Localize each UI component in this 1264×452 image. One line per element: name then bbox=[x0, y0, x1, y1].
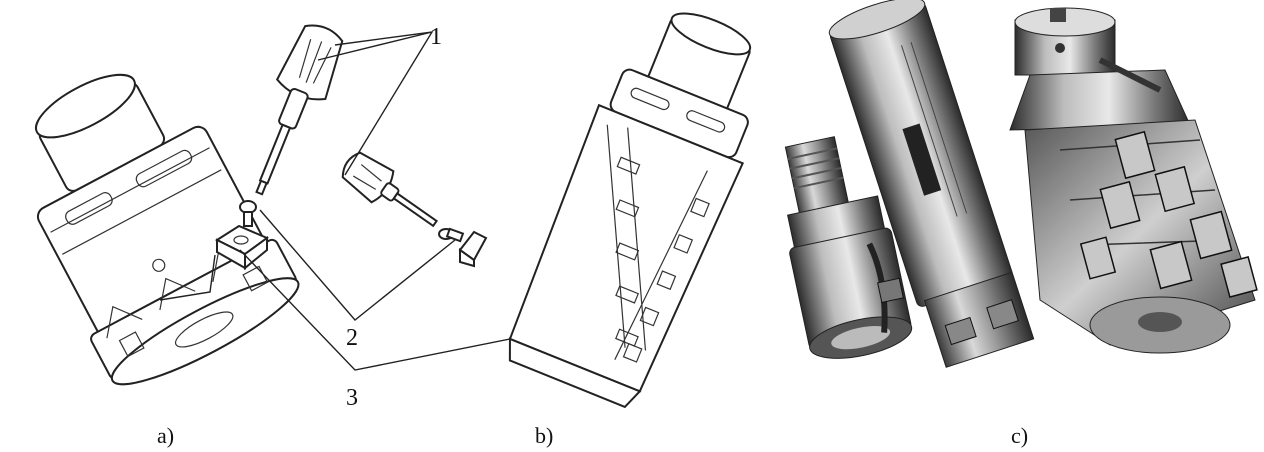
long-edge-cutter-photo bbox=[1009, 7, 1258, 354]
insert-left bbox=[214, 224, 270, 271]
screwdriver-large bbox=[255, 24, 344, 196]
panel-label-c: c) bbox=[1011, 423, 1028, 448]
insert-right bbox=[458, 230, 488, 268]
panel-label-b: b) bbox=[535, 423, 553, 448]
callout-3: 3 bbox=[346, 385, 358, 411]
callout-1: 1 bbox=[430, 24, 442, 50]
clamping-screw-left bbox=[239, 200, 257, 227]
panel-label-a: a) bbox=[157, 423, 174, 448]
face-mill-drawing bbox=[34, 73, 300, 386]
screwdriver-small bbox=[341, 151, 438, 228]
leader-lines bbox=[159, 31, 581, 371]
end-mill-drawing bbox=[508, 12, 752, 409]
clamping-screw-right bbox=[438, 227, 465, 243]
shell-mill-photo bbox=[784, 136, 913, 359]
callout-2: 2 bbox=[346, 325, 358, 351]
long-end-mill-photo bbox=[828, 0, 1035, 368]
